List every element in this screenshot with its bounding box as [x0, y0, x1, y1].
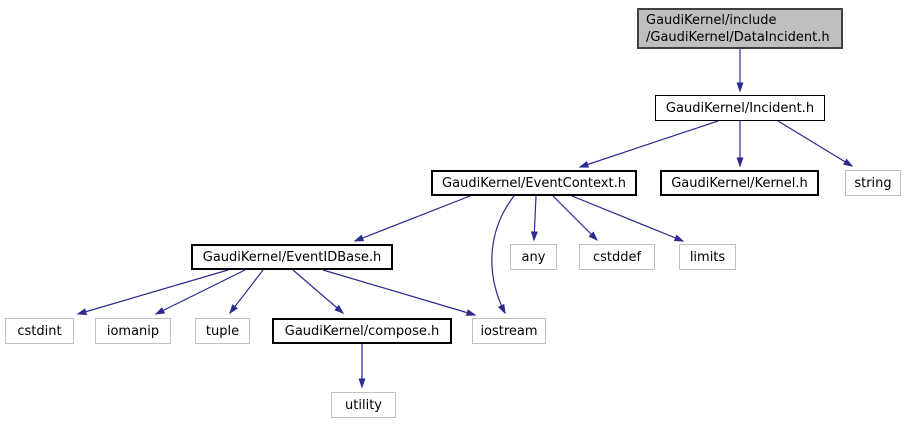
node-cstddef: cstddef: [579, 244, 655, 270]
node-utility: utility: [331, 392, 396, 418]
node-dataincident: GaudiKernel/include /GaudiKernel/DataInc…: [637, 8, 843, 49]
edge-incident-to-string: [777, 120, 854, 167]
node-eventcontext-label: GaudiKernel/EventContext.h: [442, 175, 626, 191]
edge-eventidbase-to-compose: [292, 269, 345, 314]
node-compose[interactable]: GaudiKernel/compose.h: [272, 318, 452, 344]
node-incident[interactable]: GaudiKernel/Incident.h: [655, 95, 825, 121]
node-iostream: iostream: [472, 318, 546, 344]
edge-eventcontext-to-any: [530, 195, 538, 242]
edge-eventidbase-to-cstdint: [76, 269, 229, 315]
node-limits-label: limits: [689, 249, 726, 265]
node-kernel-label: GaudiKernel/Kernel.h: [671, 175, 808, 191]
node-kernel[interactable]: GaudiKernel/Kernel.h: [660, 170, 819, 196]
node-eventcontext[interactable]: GaudiKernel/EventContext.h: [431, 170, 637, 196]
node-tuple-label: tuple: [205, 323, 240, 339]
node-iomanip: iomanip: [95, 318, 171, 344]
edge-eventidbase-to-tuple: [229, 269, 264, 315]
node-compose-label: GaudiKernel/compose.h: [284, 323, 440, 339]
node-utility-label: utility: [345, 397, 382, 413]
node-any-label: any: [521, 249, 546, 265]
edge-eventidbase-to-iostream: [322, 269, 477, 316]
node-dataincident-line1: GaudiKernel/include: [646, 12, 777, 28]
edge-eventcontext-to-limits: [571, 195, 685, 242]
node-cstdint-label: cstdint: [17, 323, 62, 339]
edge-eventcontext-to-iostream: [491, 195, 515, 315]
node-cstdint: cstdint: [5, 318, 74, 344]
node-tuple: tuple: [195, 318, 250, 344]
node-iostream-label: iostream: [480, 323, 538, 339]
node-dataincident-line2: /GaudiKernel/DataIncident.h: [646, 29, 830, 45]
edge-incident-to-eventcontext: [578, 120, 719, 168]
node-limits: limits: [679, 244, 736, 270]
node-cstddef-label: cstddef: [592, 249, 642, 265]
node-incident-label: GaudiKernel/Incident.h: [665, 100, 815, 116]
edge-eventcontext-to-cstddef: [552, 195, 599, 242]
node-eventidbase[interactable]: GaudiKernel/EventIDBase.h: [191, 244, 393, 270]
node-iomanip-label: iomanip: [106, 323, 160, 339]
node-any: any: [510, 244, 557, 270]
node-eventidbase-label: GaudiKernel/EventIDBase.h: [202, 249, 382, 265]
node-string-label: string: [854, 175, 892, 191]
edge-eventidbase-to-iomanip: [154, 269, 246, 315]
node-string: string: [845, 170, 901, 196]
edge-eventcontext-to-eventidbase: [353, 195, 471, 242]
